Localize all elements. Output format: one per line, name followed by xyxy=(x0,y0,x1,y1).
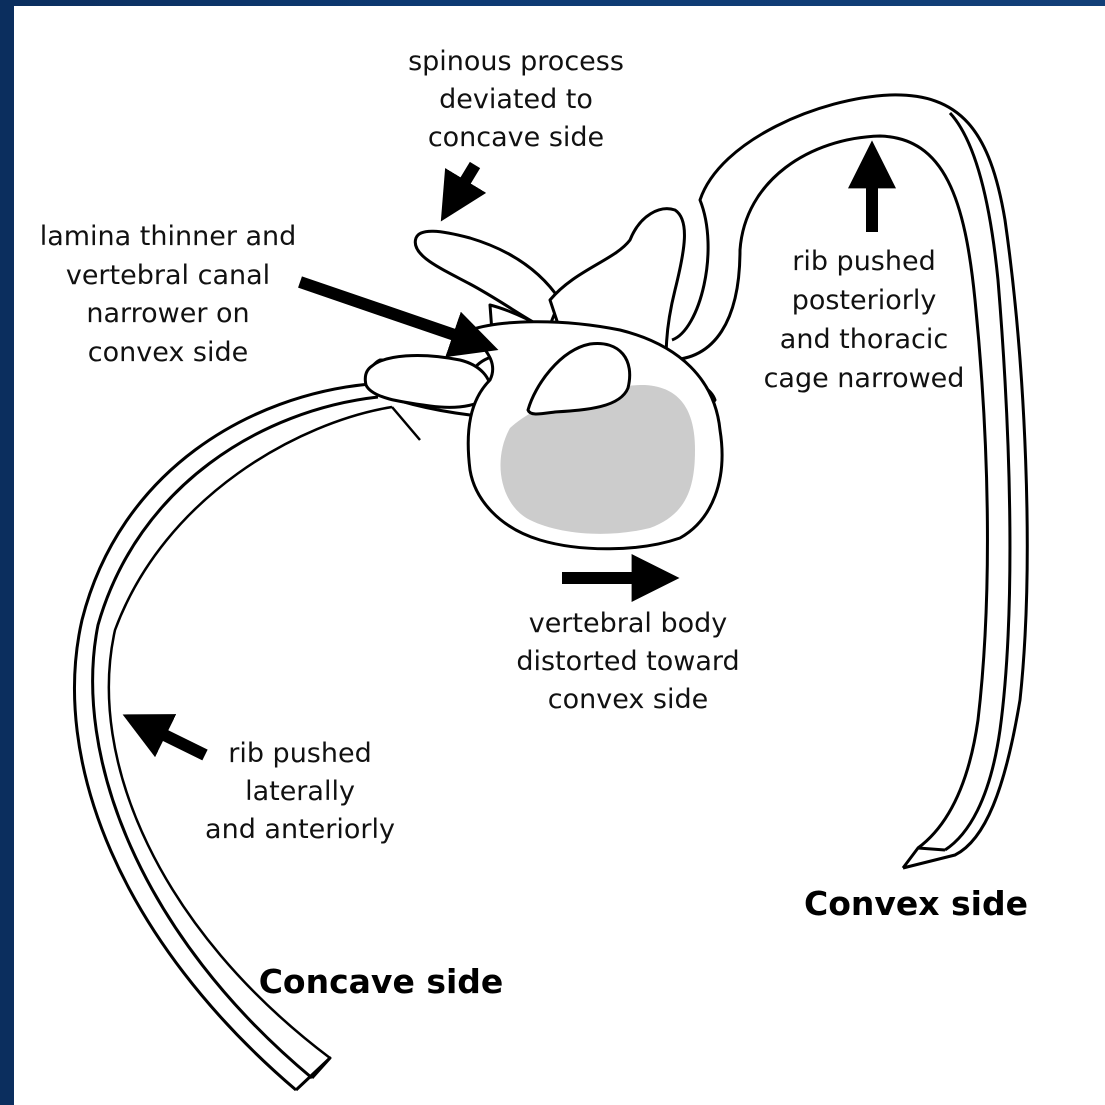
arrow-rib-lateral xyxy=(142,724,205,755)
arrow-spinous xyxy=(452,165,475,203)
label-vertebral-body: vertebral body distorted toward convex s… xyxy=(516,608,739,715)
label-spinous-line-3: concave side xyxy=(428,122,604,153)
label-spinous-line-1: spinous process xyxy=(408,46,624,77)
label-rib-posterior-line-2: posteriorly xyxy=(792,285,937,316)
label-concave-side: Concave side xyxy=(259,962,504,1001)
label-rib-posterior-line-3: and thoracic xyxy=(780,324,948,355)
label-vertebral-body-line-2: distorted toward xyxy=(516,646,739,677)
label-rib-lateral-line-3: and anteriorly xyxy=(205,814,395,845)
label-vertebral-body-line-3: convex side xyxy=(548,684,708,715)
label-rib-posterior-line-4: cage narrowed xyxy=(764,363,965,394)
label-lamina-line-3: narrower on xyxy=(86,298,249,329)
spinous-process xyxy=(415,231,560,330)
label-spinous-line-2: deviated to xyxy=(439,84,593,115)
label-spinous: spinous process deviated to concave side xyxy=(408,46,624,153)
label-rib-posterior: rib pushed posteriorly and thoracic cage… xyxy=(764,246,965,394)
arrow-lamina xyxy=(300,282,478,343)
label-rib-lateral-line-1: rib pushed xyxy=(228,738,372,769)
label-vertebral-body-line-1: vertebral body xyxy=(529,608,728,639)
convex-rib xyxy=(668,95,1027,868)
label-convex-side: Convex side xyxy=(804,884,1028,923)
label-rib-lateral: rib pushed laterally and anteriorly xyxy=(205,738,395,845)
label-lamina: lamina thinner and vertebral canal narro… xyxy=(40,221,297,368)
label-rib-lateral-line-2: laterally xyxy=(245,776,355,807)
label-rib-posterior-line-1: rib pushed xyxy=(792,246,936,277)
label-lamina-line-1: lamina thinner and xyxy=(40,221,297,252)
label-lamina-line-2: vertebral canal xyxy=(66,260,270,291)
label-lamina-line-4: convex side xyxy=(88,337,248,368)
vertebra xyxy=(365,209,722,549)
transverse-process xyxy=(365,355,490,407)
